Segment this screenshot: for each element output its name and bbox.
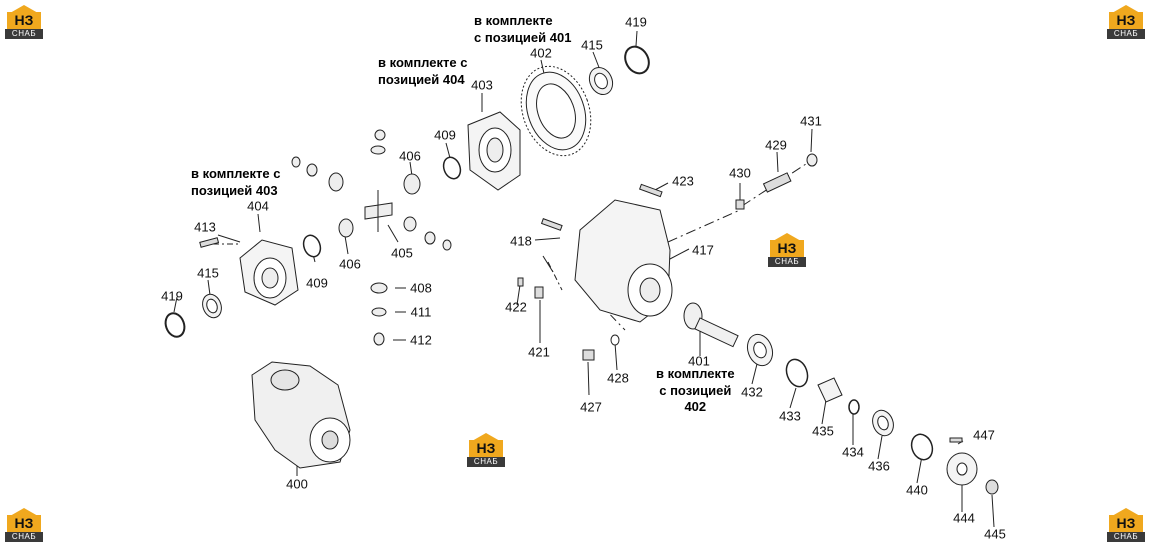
part-label-404: 404 [247,198,269,214]
note-line: с позицией 401 [474,29,572,45]
part-label-413: 413 [194,219,216,235]
part-label-429: 429 [765,137,787,153]
part-label-447: 447 [973,427,995,443]
part-label-428: 428 [607,370,629,386]
part-label-412: 412 [410,332,432,348]
part-label-430: 430 [729,165,751,181]
part-label-423: 423 [672,173,694,189]
note-kit-with-402: в комплекте с позицией 402 [656,366,735,416]
note-line: в комплекте с [378,55,468,70]
note-line: в комплекте [656,366,735,381]
part-label-422: 422 [505,299,527,315]
part-label-403: 403 [471,77,493,93]
note-line: с позицией [659,382,732,398]
note-line: 402 [684,399,707,415]
note-line: в комплекте с [191,166,281,181]
part-label-415: 415 [197,265,219,281]
part-label-411: 411 [410,304,432,320]
part-label-436: 436 [868,458,890,474]
part-label-435: 435 [812,423,834,439]
part-label-421: 421 [528,344,550,360]
part-label-405: 405 [391,245,413,261]
part-label-432: 432 [741,384,763,400]
part-label-433: 433 [779,408,801,424]
part-label-444: 444 [953,510,975,526]
part-label-408: 408 [410,280,432,296]
part-label-440: 440 [906,482,928,498]
part-label-406: 406 [339,256,361,272]
note-kit-with-401: в комплекте с позицией 401 [474,13,571,46]
part-label-409: 409 [434,127,456,143]
part-label-419: 419 [625,14,647,30]
part-label-431: 431 [800,113,822,129]
note-line: в комплекте [474,13,553,28]
note-kit-with-403: в комплекте с позицией 403 [191,166,280,199]
part-label-402: 402 [530,45,552,61]
part-label-418: 418 [510,233,532,249]
part-label-419: 419 [161,288,183,304]
part-label-400: 400 [286,476,308,492]
part-label-427: 427 [580,399,602,415]
part-label-401: 401 [688,353,710,369]
note-line: позицией 404 [378,71,465,87]
note-line: позицией 403 [191,182,278,198]
part-label-434: 434 [842,444,864,460]
part-label-445: 445 [984,526,1006,542]
part-label-417: 417 [692,242,714,258]
part-label-406: 406 [399,148,421,164]
note-kit-with-404: в комплекте с позицией 404 [378,55,467,88]
part-label-415: 415 [581,37,603,53]
part-label-409: 409 [306,275,328,291]
